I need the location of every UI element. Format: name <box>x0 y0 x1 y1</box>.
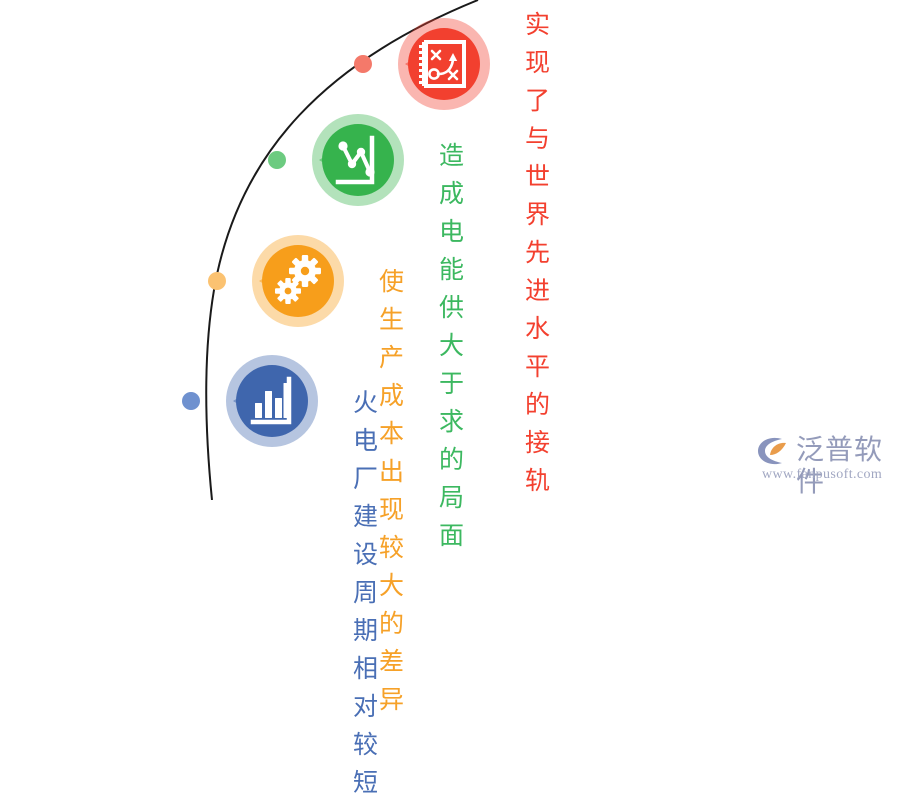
strategy-playbook-icon <box>419 40 466 88</box>
marker-disc <box>408 28 480 100</box>
marker-disc <box>322 124 394 196</box>
watermark: 泛普软件 www.fanpusoft.com <box>756 434 908 498</box>
item-label: 火电厂建设周期相 对较短 <box>353 388 379 797</box>
item-label: 实现了与世界先进 水平的接轨 <box>525 10 551 495</box>
watermark-brand: 泛普软件 <box>796 433 884 498</box>
item-label: 使生产成本出现较 大的差异 <box>379 267 405 714</box>
gears-icon <box>275 255 321 304</box>
line-chart-icon <box>335 135 375 185</box>
marker-gears[interactable] <box>204 221 364 341</box>
bar-chart-icon <box>250 376 292 425</box>
item-label: 造成电能供大于求 的局面 <box>439 141 465 550</box>
fanpu-logo-icon <box>758 437 786 465</box>
marker-strategy[interactable] <box>350 4 510 124</box>
marker-bar-chart[interactable] <box>178 341 338 461</box>
marker-line-chart[interactable] <box>264 100 424 220</box>
infographic-canvas: 实现了与世界先进 水平的接轨 造成电能供大于求 的局面 <box>178 0 908 797</box>
watermark-url: www.fanpusoft.com <box>762 467 883 482</box>
